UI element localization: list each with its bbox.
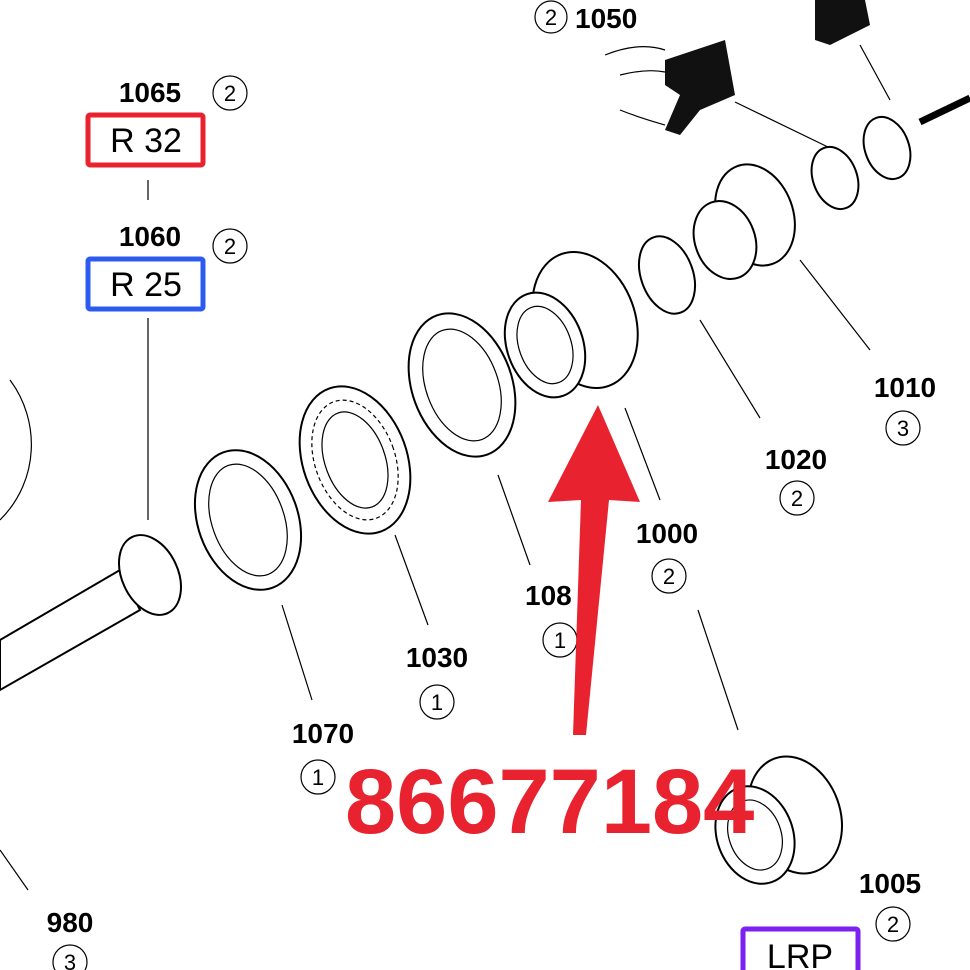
callout-1010: 1010 3 — [874, 372, 936, 446]
quantity-label: 2 — [791, 486, 803, 511]
part-108-washer — [407, 312, 517, 458]
quantity-label: 1 — [554, 628, 566, 653]
part-1050-fork — [604, 0, 870, 135]
box-label: LRP — [767, 938, 833, 970]
quantity-label: 2 — [545, 5, 557, 30]
quantity-label: 2 — [663, 564, 675, 589]
callout-1030: 1030 1 — [406, 642, 468, 720]
part-number-label: 1070 — [292, 718, 354, 749]
quantity-label: 3 — [64, 950, 76, 970]
part-1000-hub — [503, 251, 639, 399]
callout-1020: 1020 2 — [765, 444, 827, 516]
quantity-label: 1 — [431, 690, 443, 715]
part-number-label: 1060 — [119, 221, 181, 252]
box-label: R 32 — [110, 122, 182, 160]
part-1070-washer — [193, 449, 303, 591]
part-1005-hub — [714, 755, 844, 885]
part-number-label: 1005 — [859, 868, 921, 899]
callout-1065: 1065 2 — [119, 75, 248, 111]
part-shaft — [0, 379, 182, 692]
part-number-label: 1020 — [765, 444, 827, 475]
quantity-label: 1 — [312, 765, 324, 790]
part-number-label: 1010 — [874, 372, 936, 403]
part-number-label: 108 — [525, 580, 572, 611]
part-number-label: 1030 — [406, 642, 468, 673]
box-lrp: LRP — [740, 926, 861, 970]
callout-1000: 1000 2 — [636, 518, 698, 594]
callout-108: 108 1 — [525, 580, 578, 658]
box-label: R 25 — [110, 266, 182, 304]
overlay-part-number: 86677184 — [345, 751, 754, 853]
part-1010-nut — [692, 163, 796, 280]
part-1020-oring — [637, 235, 697, 315]
callout-1005: 1005 2 — [859, 868, 921, 942]
part-1030-bearing — [298, 385, 412, 535]
callout-1050: 2 1050 — [534, 0, 637, 34]
box-r32: R 32 — [85, 112, 206, 168]
part-number-label: 980 — [47, 907, 94, 938]
quantity-label: 2 — [887, 912, 899, 937]
box-r25: R 25 — [85, 256, 206, 312]
quantity-label: 2 — [224, 81, 236, 106]
callout-1060: 1060 2 — [119, 221, 248, 264]
callout-980: 980 3 — [47, 907, 94, 970]
leader-lines — [0, 44, 891, 891]
part-number-label: 1050 — [575, 3, 637, 34]
quantity-label: 2 — [224, 234, 236, 259]
part-ring-small — [810, 94, 970, 210]
quantity-label: 3 — [897, 416, 909, 441]
callout-1070: 1070 1 — [292, 718, 354, 795]
part-number-label: 1000 — [636, 518, 698, 549]
part-number-label: 1065 — [119, 77, 181, 108]
highlight-arrow-icon — [548, 405, 640, 735]
